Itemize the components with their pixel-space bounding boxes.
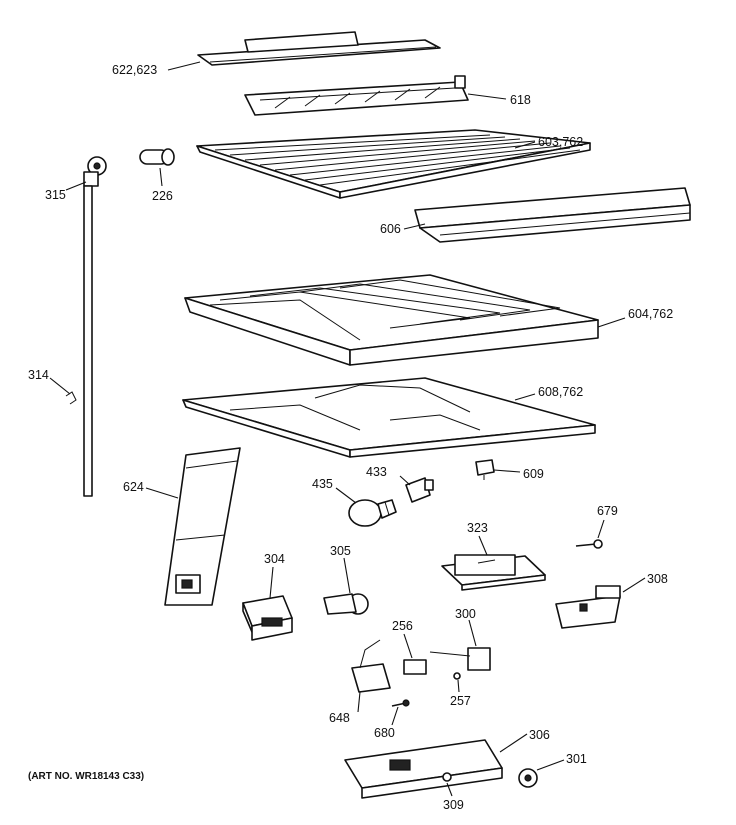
part-624-duct	[164, 447, 241, 606]
leader-257	[457, 679, 460, 693]
callout-305: 305	[330, 544, 351, 558]
leader-256	[403, 633, 413, 659]
leader-435	[335, 487, 357, 504]
leader-308	[622, 577, 646, 593]
leader-606	[403, 223, 426, 230]
callout-609: 609	[523, 467, 544, 481]
callout-680: 680	[374, 726, 395, 740]
leader-604-762	[597, 317, 626, 328]
leader-314	[49, 377, 71, 395]
part-606-shelf-trim	[414, 187, 691, 243]
part-305-timer	[323, 593, 369, 615]
part-304-relay	[242, 595, 293, 641]
part-618-light-shield	[244, 75, 469, 116]
part-622-623-shelf-cover	[197, 31, 441, 66]
callout-309: 309	[443, 798, 464, 812]
callout-308: 308	[647, 572, 668, 586]
callout-323: 323	[467, 521, 488, 535]
callout-603-762: 603,762	[538, 135, 583, 149]
callout-306: 306	[529, 728, 550, 742]
part-435-bulb	[348, 499, 397, 527]
part-308-bracket	[555, 585, 621, 629]
leader-603-762	[514, 141, 536, 149]
callout-304: 304	[264, 552, 285, 566]
leader-309	[446, 782, 453, 797]
leader-305	[343, 557, 351, 594]
part-603-762-wire-shelf	[196, 129, 591, 199]
leader-433	[399, 475, 411, 486]
leader-226	[159, 167, 163, 187]
callout-315: 315	[45, 188, 66, 202]
part-323-control-box	[441, 554, 546, 591]
callout-257: 257	[450, 694, 471, 708]
leader-304	[269, 566, 274, 599]
leader-618	[467, 93, 507, 100]
part-648-relay	[351, 639, 391, 693]
leader-648	[357, 691, 361, 713]
leader-301	[536, 759, 565, 771]
part-680-screw	[391, 699, 410, 707]
callout-226: 226	[152, 189, 173, 203]
leader-622-623	[167, 61, 201, 71]
part-226-fastener	[139, 148, 175, 166]
callout-300: 300	[455, 607, 476, 621]
leader-680	[391, 706, 399, 726]
leader-679	[597, 519, 605, 539]
callout-301: 301	[566, 752, 587, 766]
callout-314: 314	[28, 368, 49, 382]
part-679-screw	[575, 539, 603, 549]
part-300-thermostat	[429, 647, 491, 671]
callout-433: 433	[366, 465, 387, 479]
leader-609	[493, 469, 521, 473]
callout-256: 256	[392, 619, 413, 633]
callout-608-762: 608,762	[538, 385, 583, 399]
part-301-knob	[518, 768, 538, 788]
art-number: (ART NO. WR18143 C33)	[28, 771, 144, 782]
callout-435: 435	[312, 477, 333, 491]
part-604-762-shelf-frame	[184, 274, 599, 366]
part-257-screw	[453, 672, 461, 680]
callout-622-623: 622,623	[112, 63, 157, 77]
leader-323	[478, 535, 488, 556]
leader-300	[468, 619, 477, 647]
callout-679: 679	[597, 504, 618, 518]
part-314-rod	[65, 185, 93, 497]
leader-306	[499, 733, 528, 753]
callout-618: 618	[510, 93, 531, 107]
leader-624	[145, 487, 179, 499]
callout-606: 606	[380, 222, 401, 236]
leader-315	[65, 181, 87, 191]
callout-604-762: 604,762	[628, 307, 673, 321]
callout-624: 624	[123, 480, 144, 494]
part-306-control-housing	[344, 739, 503, 799]
leader-608-762	[514, 393, 536, 401]
callout-648: 648	[329, 711, 350, 725]
part-608-762-diffuser	[182, 377, 596, 458]
part-256-connector	[403, 659, 427, 675]
part-433-socket	[405, 477, 434, 503]
part-609-clip	[475, 459, 495, 480]
part-315-bracket	[83, 156, 107, 187]
